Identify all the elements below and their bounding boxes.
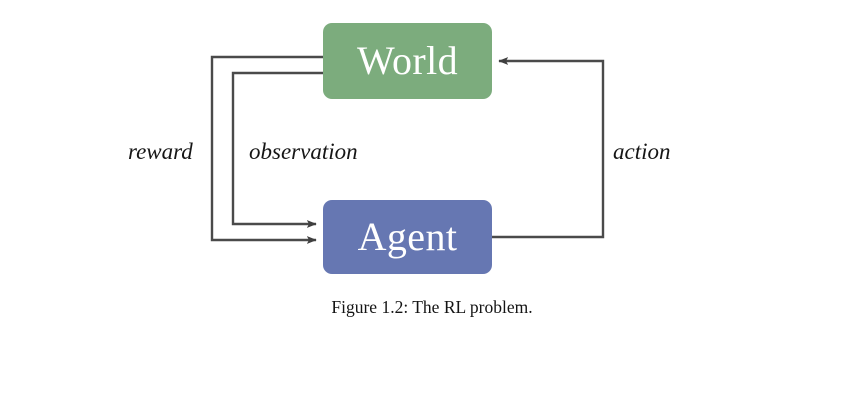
edge-observation-arrow <box>231 71 323 228</box>
edge-label-reward: reward <box>128 139 193 164</box>
node-agent[interactable]: Agent <box>323 200 492 274</box>
edge-label-action: action <box>613 139 671 164</box>
node-agent-label: Agent <box>357 214 458 259</box>
edge-reward-arrow <box>210 55 323 244</box>
node-world-label: World <box>357 38 458 83</box>
edge-action-arrow <box>492 57 605 239</box>
figure-caption: Figure 1.2: The RL problem. <box>331 297 533 317</box>
node-world[interactable]: World <box>323 23 492 99</box>
edge-label-observation: observation <box>249 139 358 164</box>
